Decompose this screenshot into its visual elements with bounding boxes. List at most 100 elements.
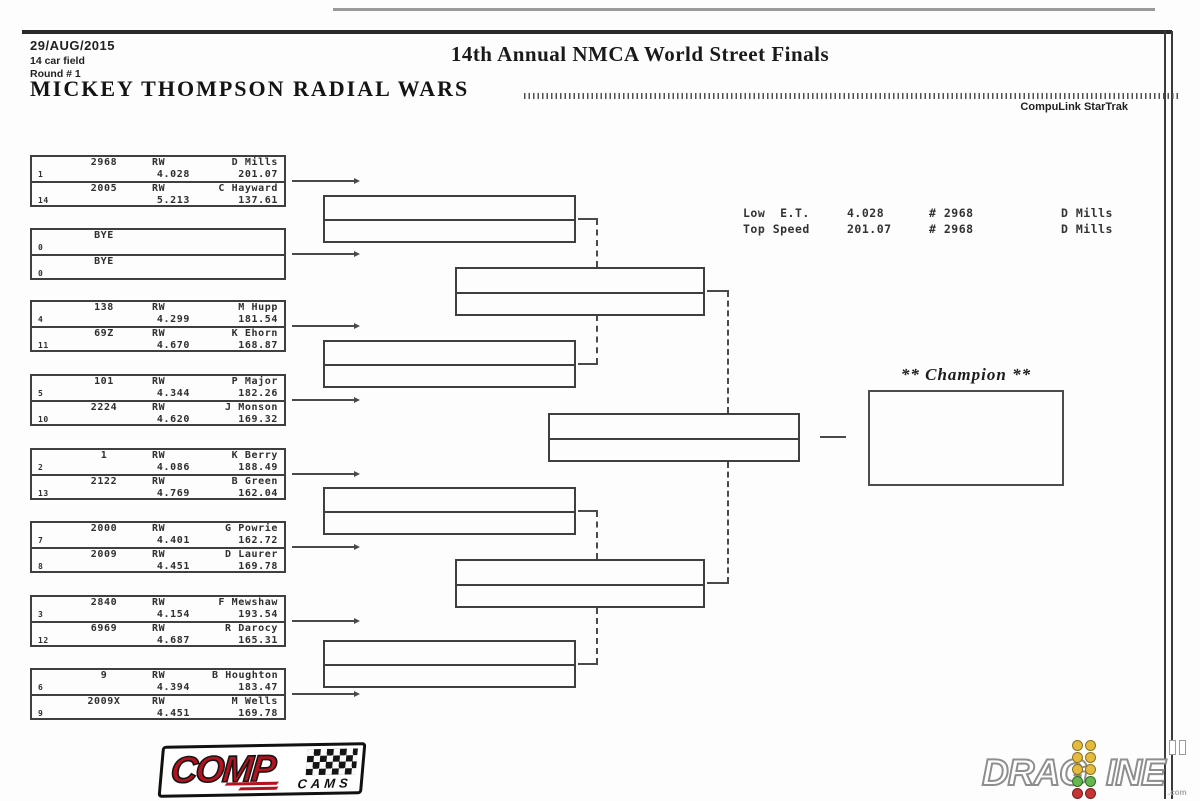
car-number: 101: [94, 376, 114, 387]
bracket-entry: 9 RW B Houghton 6 4.394 183.47: [32, 670, 284, 694]
entry-line-1: 9 RW B Houghton: [32, 670, 284, 682]
connector-hook: [578, 510, 598, 512]
car-number: 6969: [90, 623, 118, 634]
tree-amber-light: [1072, 752, 1083, 763]
speed-value: [190, 268, 278, 280]
round2-slot: [325, 664, 574, 686]
et-value: 4.670: [156, 340, 190, 351]
page-right-border: [1164, 31, 1166, 799]
tree-green-light: [1085, 776, 1096, 787]
driver-name: R Darocy: [225, 623, 278, 634]
et-value: [68, 242, 190, 254]
page-right-border-inner: [1171, 31, 1173, 799]
dashed-connector: [596, 608, 598, 664]
connector-arrow: [354, 618, 360, 624]
entry-line-2: 6 4.394 183.47: [32, 682, 284, 694]
bracket-entry: BYE 0: [32, 254, 284, 278]
driver-name: D Laurer: [225, 549, 278, 560]
entry-line-2: 2 4.086 188.49: [32, 462, 284, 474]
bracket-entry: 2122 RW B Green 13 4.769 162.04: [32, 474, 284, 500]
connector-hook: [578, 218, 598, 220]
speed-value: 182.26: [238, 388, 278, 399]
dragzine-text-right: INE: [1105, 751, 1167, 794]
car-number: 138: [94, 302, 114, 313]
speed-value: 169.32: [238, 414, 278, 425]
driver-name: F Mewshaw: [218, 597, 278, 608]
accent-bar: [1179, 740, 1186, 755]
driver-name: C Hayward: [218, 183, 278, 194]
seed-number: 12: [38, 636, 49, 645]
speed-value: 169.78: [238, 561, 278, 572]
speed-value: 181.54: [238, 314, 278, 325]
champion-box: [868, 390, 1064, 486]
connector-line: [292, 546, 354, 548]
round1-pairing-box: 2000 RW G Powrie 7 4.401 162.72 2009 RW …: [30, 521, 286, 573]
semifinal-slot: [457, 583, 703, 607]
speed-value: 201.07: [238, 169, 278, 180]
class-label: RW: [152, 549, 166, 560]
entry-line-2: 14 5.213 137.61: [32, 195, 284, 207]
logo-stripe: [238, 786, 279, 791]
seed-number: 3: [38, 610, 44, 619]
seed-number: 1: [38, 170, 44, 179]
car-number: BYE: [94, 230, 114, 241]
tree-green-light: [1072, 776, 1083, 787]
connector-arrow: [354, 251, 360, 257]
round1-pairing-box: 9 RW B Houghton 6 4.394 183.47 2009X RW …: [30, 668, 286, 720]
connector-line: [292, 693, 354, 695]
seed-number: 4: [38, 315, 44, 324]
entry-line-1: 101 RW P Major: [32, 376, 284, 388]
page-top-border: [22, 30, 1172, 34]
connector-line: [292, 253, 354, 255]
class-label: [152, 230, 212, 242]
seed-number: 8: [38, 562, 44, 571]
connector-arrow: [354, 323, 360, 329]
top-speed-driver: D Mills: [1061, 222, 1113, 236]
connector-hook: [707, 582, 729, 584]
round2-box-4: [323, 640, 576, 688]
driver-name: D Mills: [231, 157, 278, 168]
entry-line-2: 9 4.451 169.78: [32, 708, 284, 720]
bracket-entry: 6969 RW R Darocy 12 4.687 165.31: [32, 621, 284, 646]
connector-arrow: [354, 397, 360, 403]
speed-value: 193.54: [238, 609, 278, 620]
comp-cams-logo: COMP CAMS: [157, 742, 367, 798]
class-label: [152, 256, 212, 268]
driver-name: K Berry: [231, 450, 278, 461]
round2-slot: [325, 364, 574, 386]
connector-line: [292, 325, 354, 327]
et-value: 4.401: [156, 535, 190, 546]
speed-value: 169.78: [238, 708, 278, 719]
top-speed-label: Top Speed: [743, 222, 810, 236]
entry-line-2: 13 4.769 162.04: [32, 488, 284, 500]
class-label: RW: [152, 302, 166, 313]
driver-name: K Ehorn: [231, 328, 278, 339]
entry-line-1: 2005 RW C Hayward: [32, 183, 284, 195]
speed-value: 165.31: [238, 635, 278, 646]
car-number: 1: [100, 450, 108, 461]
entry-line-2: 7 4.401 162.72: [32, 535, 284, 547]
seed-number: 0: [38, 269, 44, 278]
round2-slot: [325, 642, 574, 664]
bracket-entry: 2005 RW C Hayward 14 5.213 137.61: [32, 181, 284, 207]
round1-pairing-box: 138 RW M Hupp 4 4.299 181.54 69Z RW K Eh…: [30, 300, 286, 352]
car-number: 2005: [90, 183, 118, 194]
round2-slot: [325, 511, 574, 533]
car-number: 69Z: [94, 328, 114, 339]
seed-number: 10: [38, 415, 49, 424]
et-value: 4.451: [156, 561, 190, 572]
timing-system-label: CompuLink StarTrak: [1020, 101, 1128, 113]
connector-arrow: [354, 691, 360, 697]
et-value: 4.687: [156, 635, 190, 646]
bracket-entry: 2009X RW M Wells 9 4.451 169.78: [32, 694, 284, 720]
class-label: RW: [152, 328, 166, 339]
connector-arrow: [354, 178, 360, 184]
driver-name: M Wells: [231, 696, 278, 707]
et-value: 4.451: [156, 708, 190, 719]
car-number: 2840: [90, 597, 118, 608]
class-label: RW: [152, 597, 166, 608]
semifinal-slot: [457, 269, 703, 292]
bracket-entry: 2968 RW D Mills 1 4.028 201.07: [32, 157, 284, 181]
semifinal-box-1: [455, 267, 705, 316]
